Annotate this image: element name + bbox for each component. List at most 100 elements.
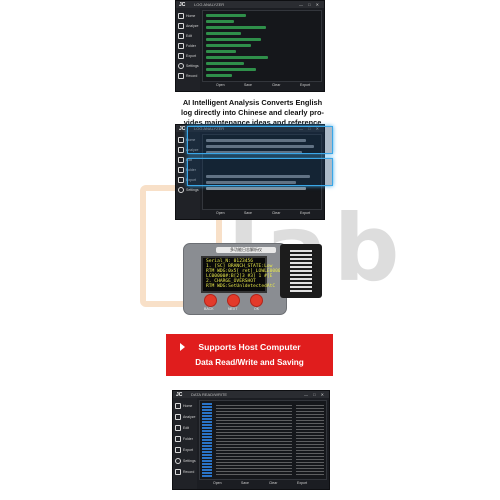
- save-button[interactable]: Save: [241, 481, 249, 485]
- sidebar-item-folder[interactable]: Folder: [175, 436, 197, 444]
- sidebar-item-analyze[interactable]: Analyze: [175, 414, 197, 422]
- sidebar-item-folder[interactable]: Folder: [178, 43, 200, 51]
- window-controls[interactable]: — □ ✕: [299, 2, 321, 7]
- export-button[interactable]: Export: [297, 481, 308, 485]
- banner-line: Supports Host Computer: [198, 342, 301, 352]
- clear-button[interactable]: Clear: [269, 481, 278, 485]
- sidebar-item-label: Home: [183, 404, 193, 408]
- log-window-middle: JC LOG ANALYZER — □ ✕ Home Analyze Edit …: [175, 124, 325, 220]
- sidebar-item-label: Export: [186, 54, 197, 58]
- export-icon: [175, 447, 181, 453]
- sidebar-item-export[interactable]: Export: [175, 447, 197, 455]
- sidebar-item-home[interactable]: Home: [178, 137, 200, 145]
- log-line: [206, 139, 306, 142]
- sidebar: Home Analyze Edit Folder Export Settings…: [176, 8, 200, 91]
- home-icon: [175, 403, 181, 409]
- caption-line: log directly into Chinese and clearly pr…: [181, 108, 324, 117]
- sidebar-item-analyze[interactable]: Analyze: [178, 147, 200, 155]
- log-line: [206, 26, 266, 29]
- clear-button[interactable]: Clear: [272, 211, 281, 215]
- banner-line: Data Read/Write and Saving: [195, 358, 304, 367]
- folder-icon: [175, 436, 181, 442]
- next-knob[interactable]: [227, 294, 240, 307]
- sidebar-item-label: Edit: [186, 158, 193, 162]
- back-knob[interactable]: [204, 294, 217, 307]
- window-controls[interactable]: — □ ✕: [304, 392, 326, 397]
- open-button[interactable]: Open: [216, 211, 225, 215]
- log-line: [206, 151, 302, 154]
- sidebar-item-record[interactable]: Record: [175, 469, 197, 477]
- log-line: [206, 181, 296, 184]
- sidebar-item-edit[interactable]: Edit: [178, 157, 200, 165]
- sidebar-item-label: Record: [183, 470, 195, 474]
- sidebar-item-label: Analyze: [186, 24, 199, 28]
- save-button[interactable]: Save: [244, 211, 252, 215]
- sidebar-item-folder[interactable]: Folder: [178, 167, 200, 175]
- sidebar-item-home[interactable]: Home: [178, 13, 200, 21]
- window-controls[interactable]: — □ ✕: [299, 126, 321, 131]
- gear-icon: [175, 458, 181, 464]
- title-bar: JC LOG ANALYZER — □ ✕: [176, 1, 324, 8]
- connector-pins: [290, 250, 312, 292]
- sidebar-item-record[interactable]: Record: [178, 73, 200, 81]
- log-line: [206, 74, 232, 77]
- sidebar-item-label: Export: [183, 448, 194, 452]
- sidebar-item-label: Folder: [183, 437, 193, 441]
- save-button[interactable]: Save: [244, 83, 252, 87]
- caption-line: vides maintenance ideas and reference: [183, 118, 322, 127]
- bottom-toolbar: Open Save Clear Export: [216, 211, 322, 216]
- document-icon: [175, 414, 181, 420]
- log-line: [206, 187, 306, 190]
- feature-caption: AI Intelligent Analysis Converts English…: [170, 98, 335, 128]
- log-line: [206, 56, 268, 59]
- sidebar-item-label: Analyze: [183, 415, 196, 419]
- sidebar-item-export[interactable]: Export: [178, 177, 200, 185]
- export-button[interactable]: Export: [300, 211, 311, 215]
- app-logo: JC: [179, 126, 186, 132]
- gear-icon: [178, 187, 184, 193]
- ai-suggestion-highlight: [187, 158, 333, 186]
- log-panel[interactable]: [202, 134, 322, 210]
- flex-connector-adapter: [280, 244, 322, 298]
- document-icon: [178, 147, 184, 153]
- edit-icon: [178, 157, 184, 163]
- hex-data-panel[interactable]: [199, 400, 327, 480]
- sidebar-item-settings[interactable]: Settings: [175, 458, 197, 466]
- log-window-top: JC LOG ANALYZER — □ ✕ Home Analyze Edit …: [175, 0, 325, 92]
- log-line: [206, 32, 241, 35]
- address-column: [202, 403, 212, 477]
- open-button[interactable]: Open: [213, 481, 222, 485]
- clear-button[interactable]: Clear: [272, 83, 281, 87]
- sidebar-item-label: Home: [186, 14, 196, 18]
- sidebar-item-export[interactable]: Export: [178, 53, 200, 61]
- log-line: [206, 50, 236, 53]
- record-icon: [178, 73, 184, 79]
- ok-knob[interactable]: [250, 294, 263, 307]
- feature-banner: Supports Host Computer Data Read/Write a…: [166, 334, 333, 376]
- screen-line: RTM WDG:SetUnldetectedAtC: [206, 284, 276, 289]
- home-icon: [178, 137, 184, 143]
- log-line: [206, 175, 310, 178]
- hex-grid: [216, 403, 292, 477]
- sidebar-item-edit[interactable]: Edit: [175, 425, 197, 433]
- screen-line: LC00000#:B[2]3 #3] 1 #[E: [206, 274, 273, 279]
- open-button[interactable]: Open: [216, 83, 225, 87]
- window-title: LOG ANALYZER: [194, 126, 225, 131]
- knob-label: BACK: [204, 307, 214, 311]
- edit-icon: [178, 33, 184, 39]
- title-bar: JC LOG ANALYZER — □ ✕: [176, 125, 324, 132]
- record-icon: [175, 469, 181, 475]
- export-icon: [178, 177, 184, 183]
- knob-label: NEXT: [228, 307, 238, 311]
- sidebar-item-settings[interactable]: Settings: [178, 63, 200, 71]
- sidebar: Home Analyze Edit Folder Export Settings…: [173, 398, 197, 489]
- export-button[interactable]: Export: [300, 83, 311, 87]
- gear-icon: [178, 63, 184, 69]
- log-analyzer-device: 多功能日志解析仪 Serial_N: 0123456 1. [SC] BRANC…: [183, 243, 287, 315]
- log-panel[interactable]: [202, 10, 322, 82]
- sidebar-item-settings[interactable]: Settings: [178, 187, 200, 195]
- sidebar-item-analyze[interactable]: Analyze: [178, 23, 200, 31]
- sidebar-item-home[interactable]: Home: [175, 403, 197, 411]
- sidebar-item-edit[interactable]: Edit: [178, 33, 200, 41]
- screen-line: 2. CHARGE_OVERSHOT: [206, 279, 256, 284]
